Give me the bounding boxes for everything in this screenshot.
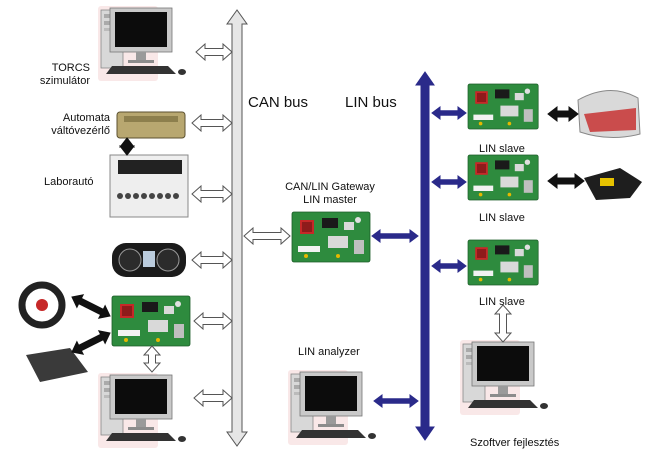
pcb-board-icon [467, 83, 539, 130]
pcb-board-icon [111, 295, 191, 347]
analyzer-lin-arrow [373, 394, 419, 408]
label-lab-car: Laborautó [44, 176, 94, 188]
label-lin-slave-2: LIN slave [479, 212, 525, 224]
cluster-gauge-left [118, 248, 142, 272]
cluster-can-arrow [191, 250, 233, 270]
can-bus-arrow [226, 9, 248, 447]
label-lin-slave-1: LIN slave [479, 143, 525, 155]
steering-wheel-hub [36, 299, 48, 311]
cluster-display [143, 251, 155, 267]
cluster-gauge-right [156, 248, 180, 272]
lab-can-arrow [191, 184, 233, 204]
steering-wheel-icon [18, 281, 66, 329]
pcb-board-icon [467, 239, 539, 286]
lab-panel-knob [125, 193, 131, 199]
slave-devpc-arrow [493, 304, 513, 343]
slave1-lin-arrow [431, 106, 467, 120]
ecu-label-plate [124, 116, 178, 122]
lab-panel-knob [165, 193, 171, 199]
pcb-board-icon [291, 211, 371, 263]
slave1-taillight-arrow [547, 105, 579, 123]
label-torcs: TORCS szimulátor [39, 62, 90, 87]
label-software-dev: Szoftver fejlesztés [470, 437, 560, 449]
label-lin-slave-3: LIN slave [479, 296, 525, 308]
slave2-lin-arrow [431, 175, 467, 189]
label-can-bus: CAN bus [248, 94, 309, 111]
lab-panel-knob [149, 193, 155, 199]
lin-bus-arrow [415, 71, 435, 441]
pcb-board-icon [467, 154, 539, 201]
label-lin-bus: LIN bus [345, 94, 397, 111]
desktop-computer-icon [287, 369, 377, 446]
board-pc-arrow [142, 345, 162, 373]
gateway-can-arrow [243, 226, 291, 246]
label-gearbox-ecu: Automata váltóvezérlő [51, 112, 110, 137]
torcs-can-arrow [195, 42, 233, 62]
desktop-computer-icon [459, 339, 549, 416]
ecu-box-icon [116, 111, 186, 139]
board-can-arrow [193, 311, 233, 331]
ecu-lab-arrow [118, 137, 136, 156]
ecu-can-arrow [191, 113, 233, 133]
lab-panel-connector [118, 160, 182, 174]
lab-panel-knob [141, 193, 147, 199]
pedals-board-arrow [71, 330, 111, 355]
lab-panel-knob [173, 193, 179, 199]
desktop-computer-icon [97, 5, 187, 82]
pc-can-arrow [193, 388, 233, 408]
desktop-computer-icon [97, 372, 187, 449]
lab-panel-knob [133, 193, 139, 199]
mirror-actuator-connector [600, 178, 614, 186]
lab-panel-knob [117, 193, 123, 199]
wheel-board-arrow [71, 294, 111, 319]
taillight-red-lens [584, 108, 636, 132]
lab-panel-knob [157, 193, 163, 199]
pedals-icon [26, 348, 88, 382]
label-gateway: CAN/LIN Gateway LIN master [285, 181, 375, 206]
label-lin-analyzer: LIN analyzer [298, 346, 360, 358]
slave3-lin-arrow [431, 259, 467, 273]
slave2-mirror-arrow [547, 172, 585, 190]
gateway-lin-arrow [371, 229, 419, 243]
